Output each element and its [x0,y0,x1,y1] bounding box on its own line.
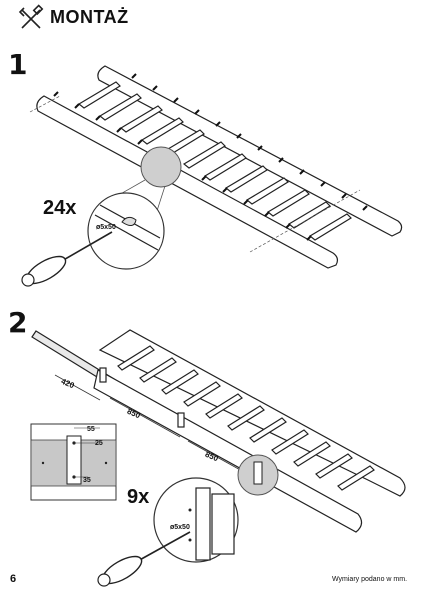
step-1-quantity: 24x [43,197,77,219]
step1-detail-circle [87,192,165,270]
bracket-detail-box [30,423,117,501]
step-1-screw-size: ø5x50 [96,224,116,231]
step-1-number: 1 [8,48,28,81]
step-2-quantity: 9x [127,486,150,508]
page-number: 6 [10,573,17,585]
step2-zoom-highlight [237,454,279,496]
step2-detail-circle [153,477,239,563]
step-2-number: 2 [8,306,28,339]
dimension-55: 55 [87,426,95,433]
footer-note: Wymiary podano w mm. [332,576,408,583]
step2-ladder [31,329,406,533]
screwdriver-icon [97,531,191,587]
screwdriver-icon [21,231,113,287]
dimension-25: 25 [95,440,103,447]
page-title: MONTAŻ [50,7,129,27]
step1-ladder [29,65,403,269]
dimension-35: 35 [83,477,91,484]
step-2-screw-size: ø5x50 [170,524,190,531]
tools-icon [18,4,44,29]
